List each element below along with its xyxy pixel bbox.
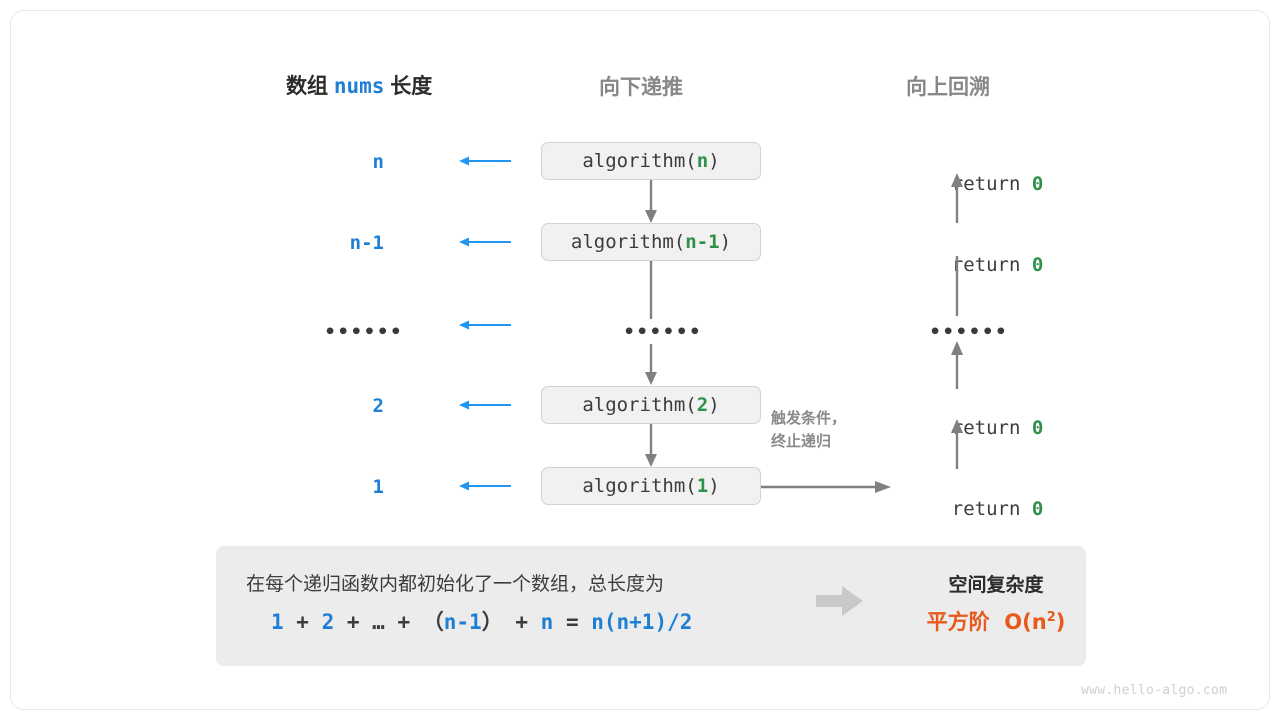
down-arrow-icon-2 (649, 261, 653, 319)
base-case-note-line-1: 触发条件， (771, 410, 847, 427)
return-ellipsis-row-3: •••••• (929, 321, 1008, 343)
return-text-row-4: return (951, 417, 1032, 439)
return-label-row-4: return 0 (906, 395, 1044, 461)
column-header-return-up: 向上回溯 (906, 76, 990, 99)
call-ellipsis-row-3: •••••• (623, 321, 702, 343)
up-arrow-icon-4 (951, 419, 963, 469)
length-label-row-3-ellipsis: •••••• (324, 321, 403, 343)
header-left-suffix: 长度 (390, 75, 433, 98)
formula-term-5: n(n+1)/2 (591, 610, 693, 634)
base-case-arrow-icon (761, 481, 891, 493)
formula-op-4: = (553, 610, 592, 634)
complexity-tail: ) (1055, 610, 1066, 634)
formula-term-2: 2 (321, 610, 335, 634)
call-prefix-row-5: algorithm( (582, 475, 697, 497)
down-arrow-icon-3 (645, 344, 657, 385)
formula-term-1: 1 (271, 610, 284, 634)
down-arrow-icon-4 (645, 424, 657, 467)
call-box-row-5: algorithm(1) (541, 467, 761, 505)
length-label-row-4: 2 (372, 395, 384, 417)
length-label-row-2: n-1 (349, 232, 384, 254)
length-label-row-1: n (372, 151, 384, 173)
summary-complexity-value: 平方阶 O(n2) (881, 606, 1111, 636)
call-suffix-row-4: ) (708, 394, 720, 416)
right-arrow-icon-summary (816, 586, 863, 616)
complexity-big-o: O(n (1004, 610, 1047, 634)
return-value-row-1: 0 (1031, 173, 1044, 195)
return-label-row-1: return 0 (906, 151, 1044, 217)
call-prefix-row-1: algorithm( (582, 150, 697, 172)
summary-title: 空间复杂度 (948, 575, 1044, 596)
formula-term-3: n-1 (443, 610, 482, 634)
call-box-row-2: algorithm(n-1) (541, 223, 761, 261)
summary-panel: 在每个递归函数内都初始化了一个数组，总长度为 1 + 2 + … + （n-1）… (216, 546, 1086, 666)
call-arg-row-5: 1 (696, 475, 709, 497)
base-case-note-line-2: 终止递归 (771, 433, 832, 451)
call-suffix-row-1: ) (708, 150, 720, 172)
column-header-array-length: 数组 nums 长度 (286, 70, 432, 100)
call-prefix-row-2: algorithm( (570, 231, 686, 253)
header-left-mono: nums (333, 74, 385, 98)
left-arrow-icon-row-4 (459, 400, 511, 410)
return-text-row-1: return (951, 173, 1032, 195)
length-label-row-5: 1 (372, 476, 384, 498)
up-arrow-icon-1 (951, 173, 963, 223)
left-arrow-icon-row-3 (459, 320, 511, 330)
down-arrow-icon-1 (645, 180, 657, 223)
formula-term-4: n (540, 610, 554, 634)
return-text-row-5: return (951, 498, 1032, 520)
complexity-label: 平方阶 (926, 610, 990, 634)
left-arrow-icon-row-1 (459, 156, 511, 166)
summary-description: 在每个递归函数内都初始化了一个数组，总长度为 (246, 574, 665, 595)
call-suffix-row-2: ) (719, 231, 732, 253)
formula-op-3: ） + (481, 610, 541, 634)
summary-formula: 1 + 2 + … + （n-1） + n = n(n+1)/2 (271, 606, 692, 636)
header-left-prefix: 数组 (286, 75, 328, 98)
up-arrow-icon-2 (955, 256, 959, 316)
diagram-card: 数组 nums 长度 向下递推 向上回溯 n algorithm(n) retu… (10, 10, 1270, 710)
call-arg-row-4: 2 (696, 394, 709, 416)
return-value-row-5: 0 (1031, 498, 1044, 520)
call-box-row-1: algorithm(n) (541, 142, 761, 180)
return-label-row-5: return 0 (906, 476, 1044, 542)
return-value-row-2: 0 (1031, 254, 1044, 276)
column-header-recurse-down: 向下递推 (599, 76, 683, 99)
call-box-row-4: algorithm(2) (541, 386, 761, 424)
left-arrow-icon-row-2 (459, 237, 511, 247)
return-value-row-4: 0 (1031, 417, 1044, 439)
left-arrow-icon-row-5 (459, 481, 511, 491)
call-prefix-row-4: algorithm( (582, 394, 697, 416)
return-text-row-2: return (951, 254, 1032, 276)
base-case-note: 触发条件， 终止递归 (771, 407, 846, 454)
watermark: www.hello-algo.com (1081, 683, 1228, 698)
complexity-exponent: 2 (1046, 610, 1056, 625)
call-arg-row-1: n (696, 150, 709, 172)
return-label-row-2: return 0 (906, 232, 1044, 298)
call-arg-row-2: n-1 (685, 231, 720, 253)
call-suffix-row-5: ) (708, 475, 720, 497)
formula-op-2: + … + （ (334, 610, 444, 634)
formula-op-1: + (283, 610, 322, 634)
up-arrow-icon-3 (951, 341, 963, 389)
